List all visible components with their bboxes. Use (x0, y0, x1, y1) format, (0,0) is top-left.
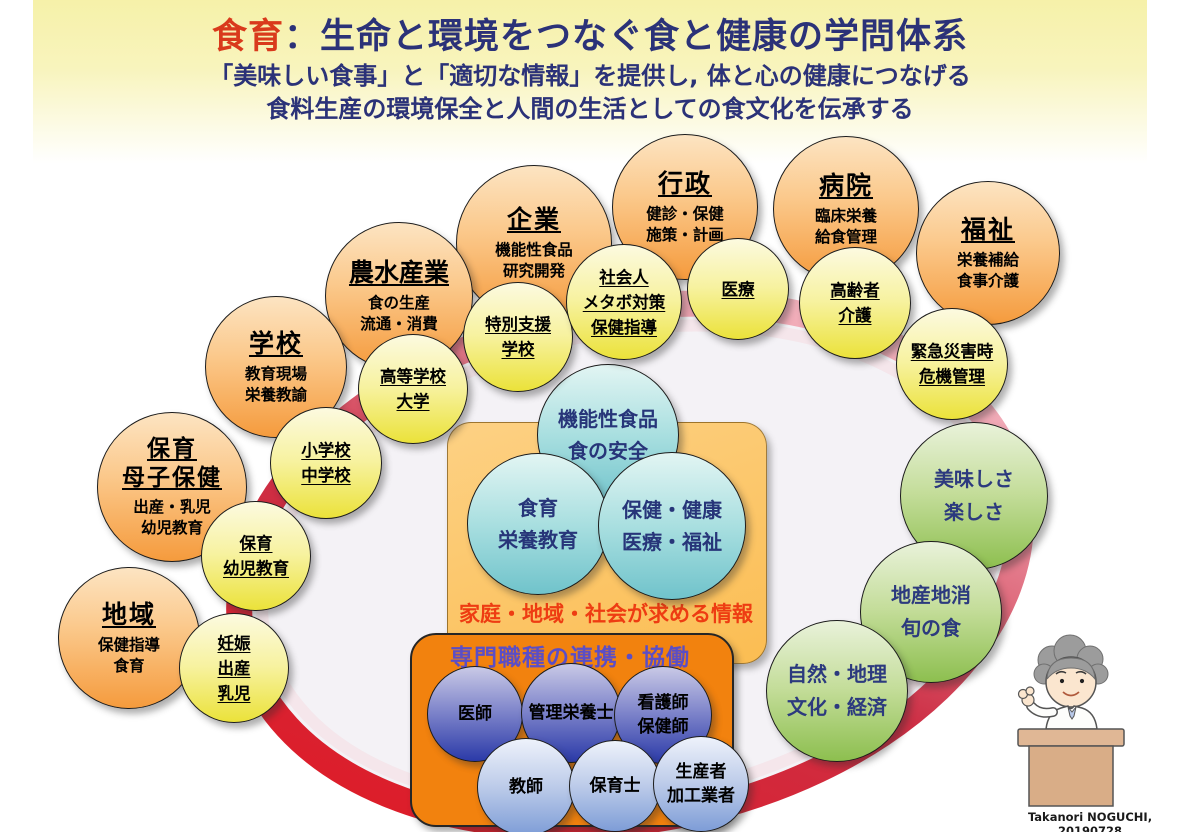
circle-company-sub: 機能性食品 (495, 241, 573, 259)
circle-childcare-maternal-sub: 出産・乳児 (133, 498, 211, 516)
circle-health-medical-welfare-line: 保健・健康 (622, 498, 722, 522)
circle-adults-metabolic-line: 社会人 (599, 267, 649, 287)
circle-agriculture-sub: 流通・消費 (360, 315, 438, 333)
circle-pregnancy-line: 乳児 (217, 683, 251, 703)
circle-company-sub: 研究開発 (502, 262, 565, 280)
circle-elderly-care-line: 介護 (838, 306, 872, 325)
circle-government-sub: 施策・計画 (646, 226, 724, 244)
circle-special-needs-line: 学校 (501, 340, 535, 359)
circle-pregnancy-line: 出産 (217, 658, 251, 678)
circle-producer-processor: 生産者 加工業者 (653, 736, 749, 832)
circle-elementary-line: 中学校 (301, 466, 351, 485)
circle-childcare-worker: 保育士 (569, 740, 661, 832)
presenter-figure (1017, 634, 1109, 730)
circle-shokuiku-line: 栄養教育 (498, 528, 578, 552)
circle-welfare-sub: 栄養補給 (956, 251, 1019, 269)
circle-special-needs-school: 特別支援 学校 (463, 282, 573, 392)
circle-functional-food-safety-line: 機能性食品 (558, 407, 658, 431)
author-credit: Takanori NOGUCHI, 20190728 (1027, 810, 1153, 832)
circle-dietitian-label: 管理栄養士 (528, 703, 614, 723)
circle-nature-geography-line: 文化・経済 (787, 695, 887, 719)
circle-welfare-title: 福祉 (960, 215, 1015, 244)
page-title: 食育：生命と環境をつなぐ食と健康の学問体系 (33, 8, 1147, 59)
circle-producer-label: 生産者 (675, 762, 727, 782)
circle-special-needs-line: 特別支援 (485, 315, 551, 334)
circle-school-sub: 教育現場 (244, 365, 307, 383)
circle-local-production-seasonal: 地産地消 旬の食 (860, 541, 1002, 683)
circle-agriculture-sub: 食の生産 (367, 294, 430, 312)
circle-deliciousness-line: 美味しさ (934, 467, 1014, 491)
circle-company-title: 企業 (506, 205, 561, 234)
circle-welfare: 福祉 栄養補給 食事介護 (916, 181, 1060, 325)
circle-government-sub: 健診・保健 (646, 205, 724, 223)
circle-deliciousness-enjoyment: 美味しさ 楽しさ (900, 422, 1048, 570)
page-subtitle: 「美味しい食事」と「適切な情報」を提供し, 体と心の健康につなげる 食料生産の環… (33, 60, 1147, 126)
circle-childcare-maternal-title: 母子保健 (122, 465, 222, 491)
circle-elementary-line: 小学校 (301, 441, 351, 460)
circle-shokuiku-line: 食育 (518, 496, 558, 520)
circle-producer-label: 加工業者 (667, 786, 735, 806)
circle-elderly-care: 高齢者 介護 (799, 247, 911, 359)
circle-childcare-maternal-health: 保育 母子保健 出産・乳児 幼児教育 (97, 412, 247, 562)
circle-medical-care: 医療 (687, 238, 789, 340)
circle-emergency-disaster: 緊急災害時 危機管理 (896, 308, 1008, 420)
circle-highschool-line: 高等学校 (380, 367, 446, 386)
circle-teacher-label: 教師 (509, 777, 543, 797)
circle-elementary-juniorhigh: 小学校 中学校 (270, 407, 382, 519)
circle-emergency-line: 緊急災害時 (910, 342, 994, 361)
circle-functional-food-safety-line: 食の安全 (568, 439, 648, 463)
circle-school-sub: 栄養教諭 (244, 386, 307, 404)
circle-community: 地域 保健指導 食育 (58, 567, 200, 709)
circle-community-sub: 食育 (113, 657, 145, 675)
page-subtitle-line: 「美味しい食事」と「適切な情報」を提供し, 体と心の健康につなげる (209, 62, 971, 90)
circle-nurse-label: 看護師 (637, 693, 689, 713)
circle-health-medical-welfare-line: 医療・福祉 (622, 530, 722, 554)
circle-elderly-care-line: 高齢者 (830, 281, 880, 300)
page-title-rest: ：生命と環境をつなぐ食と健康の学問体系 (284, 17, 969, 57)
title-band-background (33, 0, 1147, 172)
circle-highschool-line: 大学 (396, 392, 430, 411)
circle-local-production-line: 地産地消 (891, 583, 971, 607)
circle-childcare-worker-label: 保育士 (589, 776, 641, 796)
circle-adults-metabolic-line: 保健指導 (591, 317, 657, 337)
circle-hospital-sub: 給食管理 (814, 228, 877, 246)
podium (1017, 728, 1125, 807)
page-subtitle-line: 食料生産の環境保全と人間の生活としての食文化を伝承する (266, 95, 914, 123)
circle-emergency-line: 危機管理 (919, 367, 985, 386)
circle-nature-geography-line: 自然・地理 (787, 662, 887, 686)
circle-local-production-line: 旬の食 (901, 616, 961, 640)
circle-adults-metabolic-guidance: 社会人 メタボ対策 保健指導 (566, 244, 682, 360)
circle-hospital-title: 病院 (818, 171, 873, 200)
circle-shokuiku-nutrition-education: 食育 栄養教育 (467, 453, 609, 595)
circle-community-sub: 保健指導 (97, 636, 160, 654)
circle-nature-geography-culture-economy: 自然・地理 文化・経済 (766, 620, 908, 762)
circle-health-medical-welfare: 保健・健康 医療・福祉 (598, 452, 746, 600)
circle-highschool-university: 高等学校 大学 (358, 334, 468, 444)
page-title-accent: 食育 (211, 17, 284, 57)
circle-medical-care-label: 医療 (721, 279, 755, 299)
circle-welfare-sub: 食事介護 (956, 272, 1019, 290)
presenter-illustration (1017, 634, 1125, 807)
circle-nursery-line: 保育 (239, 534, 273, 553)
circle-pregnancy-line: 妊娠 (217, 633, 251, 653)
circle-nurse-label: 保健師 (637, 717, 689, 737)
circle-government-title: 行政 (657, 169, 712, 198)
circle-childcare-maternal-sub: 幼児教育 (140, 519, 203, 537)
circle-pregnancy-birth-infant: 妊娠 出産 乳児 (179, 613, 289, 723)
circle-school-title: 学校 (248, 329, 303, 358)
circle-hospital-sub: 臨床栄養 (814, 207, 877, 225)
information-box-label: 家庭・地域・社会が求める情報 (459, 602, 753, 626)
circle-agriculture-title: 農水産業 (348, 258, 449, 287)
circle-nursery-early-childhood: 保育 幼児教育 (201, 501, 311, 611)
circle-doctor-label: 医師 (458, 704, 492, 724)
circle-adults-metabolic-line: メタボ対策 (582, 292, 666, 312)
circle-deliciousness-line: 楽しさ (944, 500, 1004, 524)
circle-community-title: 地域 (101, 600, 156, 629)
circle-childcare-maternal-title: 保育 (147, 436, 197, 462)
circle-nursery-line: 幼児教育 (223, 559, 289, 578)
circle-teacher: 教師 (477, 738, 575, 832)
